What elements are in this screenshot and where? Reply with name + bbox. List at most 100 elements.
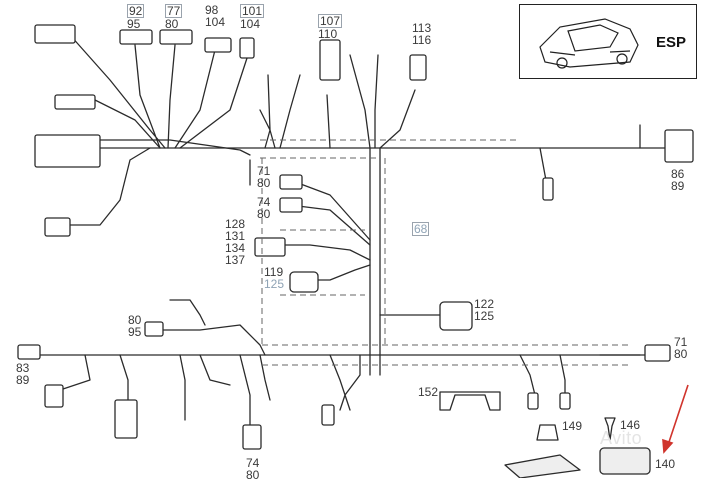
car-icon	[539, 18, 639, 69]
connector-74-80	[279, 197, 303, 213]
lower-left-branch	[59, 354, 251, 426]
part-number-146: 146	[620, 418, 641, 432]
part-number: 89	[671, 179, 685, 193]
callout-119-125: 119 125	[264, 266, 284, 290]
connector-101-104	[239, 37, 255, 59]
part-number: 110	[318, 27, 338, 41]
connector-left-top	[34, 24, 76, 44]
part-number: 125	[264, 277, 285, 291]
module-bottom	[504, 454, 581, 478]
connector-74-80b	[242, 424, 262, 450]
connector-74-wire	[289, 204, 371, 246]
left-bus-wire	[99, 139, 251, 156]
connector-107-110	[319, 39, 341, 81]
connector-right-b	[559, 392, 571, 410]
connector-77-80	[159, 29, 193, 45]
part-number: 134	[225, 241, 246, 255]
connector-right-a	[527, 392, 539, 410]
connector-86-89	[664, 129, 694, 163]
callout-71-80: 71 80	[257, 165, 270, 189]
part-number: 74	[246, 456, 260, 470]
part-number: 74	[257, 195, 271, 209]
connector-right-small	[542, 177, 554, 201]
red-arrow-head	[662, 438, 674, 454]
esp-car-panel: ESP	[519, 4, 697, 79]
callout-83-89: 83 89	[16, 362, 29, 386]
module-140	[599, 447, 651, 475]
part-number: 98	[205, 3, 219, 17]
callout-77-80: 77 80	[165, 4, 183, 31]
part-number: 80	[257, 176, 271, 190]
callout-74-80: 74 80	[257, 196, 270, 220]
connector-83-89	[17, 344, 41, 360]
part-number: 80	[165, 17, 179, 31]
callout-80-95: 80 95	[128, 314, 141, 338]
part-number-152: 152	[418, 385, 439, 399]
part-number: 95	[127, 17, 141, 31]
part-number: 89	[16, 373, 30, 387]
top-center-branch-2	[326, 54, 416, 149]
part-number: 119	[264, 265, 284, 279]
part-number: 113	[412, 21, 432, 35]
part-number-149: 149	[562, 419, 583, 433]
part-number: 95	[128, 325, 142, 339]
callout-128-137: 128 131 134 137	[225, 218, 245, 266]
callout-113-116: 113 116	[412, 22, 431, 46]
connector-left-small	[44, 217, 71, 237]
dashed-outline-top	[260, 139, 520, 159]
connector-122-125	[439, 301, 473, 331]
part-number: 80	[257, 207, 271, 221]
part-number: 71	[257, 164, 271, 178]
bracket-152	[439, 391, 501, 411]
top-center-branch	[259, 74, 301, 149]
connector-71-wire	[249, 159, 371, 241]
part-number: 101	[240, 4, 265, 18]
part-number-68: 68	[412, 222, 430, 236]
left-drop-wire	[69, 147, 151, 226]
part-number: 92	[127, 4, 145, 18]
lower-center-drop	[329, 354, 361, 411]
part-number: 86	[671, 167, 685, 181]
part-number: 137	[225, 253, 246, 267]
callout-71-80-right: 71 80	[674, 336, 687, 360]
part-number-140: 140	[655, 457, 676, 471]
top-small-wire	[169, 299, 206, 326]
connector-71-80	[279, 174, 303, 190]
connector-80-95-wire	[159, 324, 266, 356]
part-number: 128	[225, 217, 246, 231]
connector-lower-tall	[114, 399, 138, 439]
part-number: 80	[128, 313, 142, 327]
connector-113-116	[409, 54, 427, 81]
callout-107-110: 107 110	[318, 14, 343, 41]
dashed-outline-mid	[262, 158, 630, 366]
part-number: 104	[205, 15, 226, 29]
watermark: Avito	[600, 428, 643, 448]
part-number: 80	[246, 468, 260, 482]
part-number: 131	[225, 229, 246, 243]
connector-92-95	[119, 29, 153, 45]
callout-86-89: 86 89	[671, 168, 684, 192]
connector-98-104	[204, 37, 232, 53]
part-number: 116	[412, 33, 432, 47]
part-number: 80	[674, 347, 688, 361]
part-number: 107	[318, 14, 343, 28]
part-number: 83	[16, 361, 30, 375]
part-number: 71	[674, 335, 688, 349]
part-number: 122	[474, 297, 495, 311]
callout-101-104: 101 104	[240, 4, 265, 30]
top-left-bundle	[69, 34, 249, 149]
callout-122-125: 122 125	[474, 298, 494, 322]
part-number: 77	[165, 4, 183, 18]
right-lower-wire	[519, 354, 566, 396]
lower-left-drop	[259, 354, 271, 401]
connector-lower-center	[321, 404, 335, 426]
connector-128	[254, 237, 286, 257]
connector-80-95	[144, 321, 164, 337]
connector-71b-80	[644, 344, 671, 362]
callout-98-104: 98 104	[205, 4, 225, 28]
dashed-outline-inner	[280, 229, 365, 296]
connector-left-big	[34, 134, 101, 168]
esp-label: ESP	[655, 34, 686, 51]
connector-128-wire	[269, 244, 371, 261]
